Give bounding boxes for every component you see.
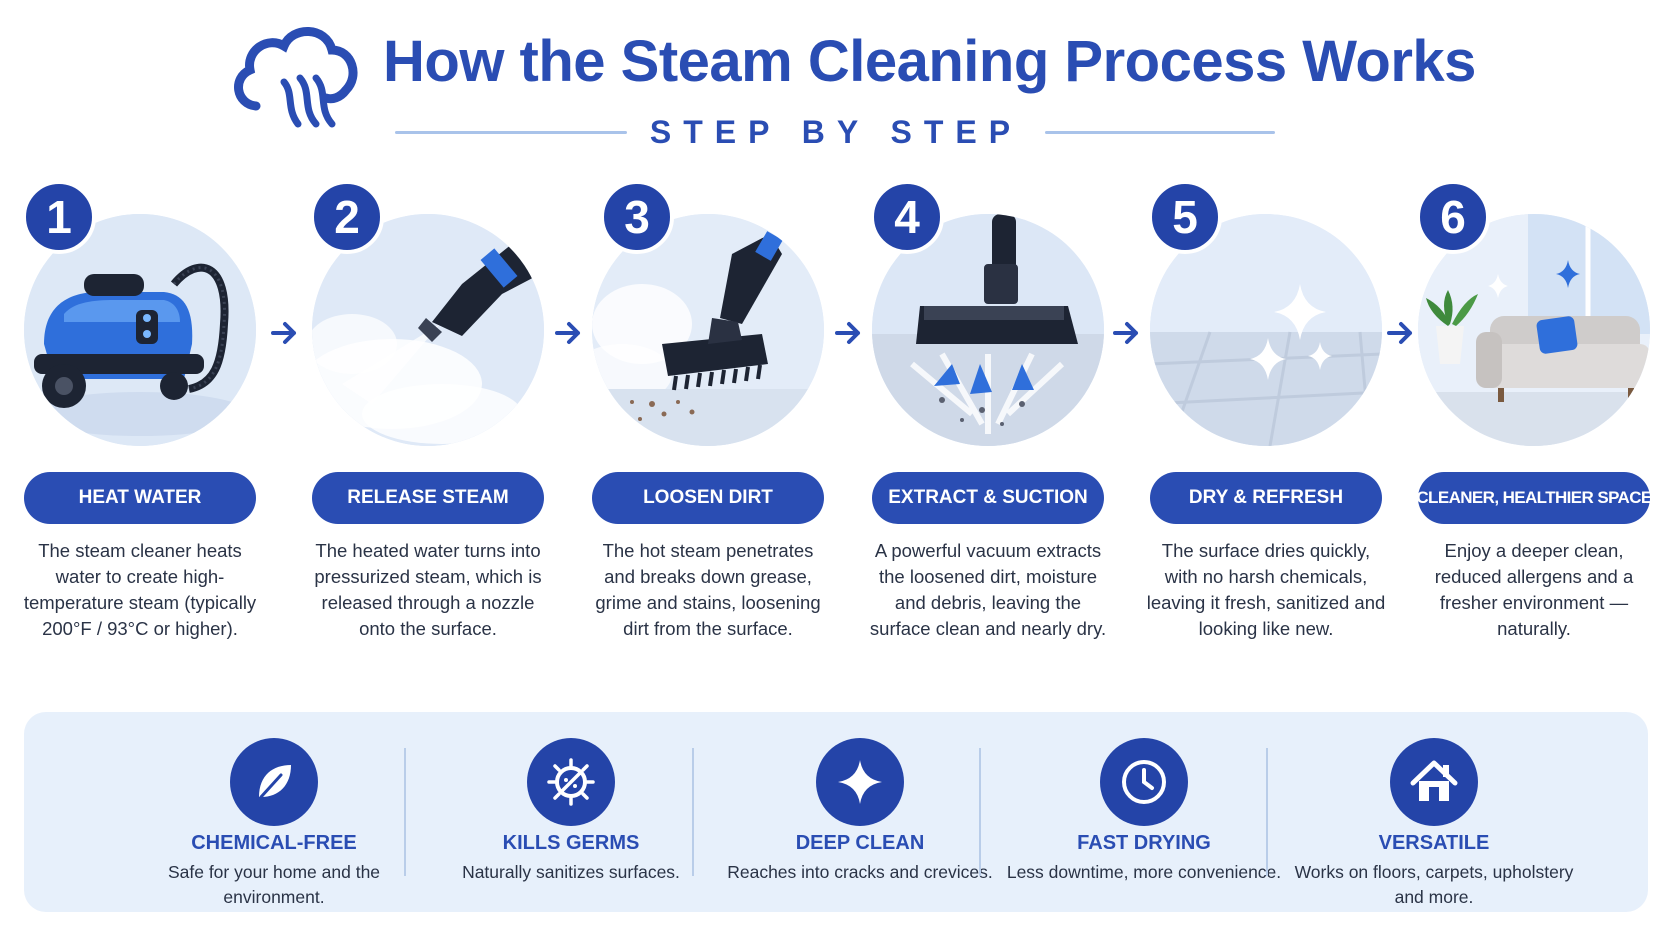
page-subtitle: STEP BY STEP bbox=[649, 114, 1023, 150]
benefit-title: KILLS GERMS bbox=[502, 832, 640, 854]
subtitle-row: STEP BY STEP bbox=[395, 112, 1275, 152]
step-3: 3 LOOSEN DIRT The hot steam penetrates a… bbox=[592, 180, 852, 680]
step-6: 6 CLEANER, HEALTHIER SPACE Enjoy a deepe… bbox=[1416, 180, 1672, 680]
benefit-versatile: VERSATILE Works on floors, carpets, upho… bbox=[1294, 726, 1574, 907]
step-2: 2 RELEASE STEAM The heated water turns i… bbox=[310, 180, 572, 680]
benefit-title: DEEP CLEAN bbox=[795, 832, 925, 854]
step-description: The surface dries quickly, with no harsh… bbox=[1146, 540, 1386, 639]
step-description: The steam cleaner heats water to create … bbox=[23, 540, 257, 639]
benefit-description: Works on floors, carpets, upholstery and… bbox=[1294, 862, 1574, 907]
arrow-right-icon bbox=[271, 322, 296, 344]
benefit-title: CHEMICAL-FREE bbox=[191, 832, 357, 854]
benefits-panel: CHEMICAL-FREE Safe for your home and the… bbox=[24, 712, 1648, 912]
step-label: HEAT WATER bbox=[24, 472, 256, 524]
benefit-description: Less downtime, more convenience. bbox=[1006, 862, 1282, 882]
step-description: Enjoy a deeper clean, reduced allergens … bbox=[1434, 540, 1634, 639]
benefit-description: Safe for your home and the environment. bbox=[167, 862, 381, 907]
benefit-deep-clean: DEEP CLEAN Reaches into cracks and crevi… bbox=[720, 726, 1000, 906]
benefit-kills-germs: KILLS GERMS Naturally sanitizes surfaces… bbox=[431, 726, 711, 906]
benefit-description: Naturally sanitizes surfaces. bbox=[462, 862, 680, 882]
steam-cloud-icon bbox=[234, 27, 358, 128]
step-description: A powerful vacuum extracts the loosened … bbox=[869, 540, 1107, 639]
benefit-divider bbox=[979, 748, 981, 876]
arrow-right-icon bbox=[835, 322, 860, 344]
vacuum-head-icon bbox=[872, 214, 1104, 446]
steam-cleaner-machine-icon bbox=[24, 214, 256, 446]
benefit-fast-drying: FAST DRYING Less downtime, more convenie… bbox=[1004, 726, 1284, 906]
benefit-title: FAST DRYING bbox=[1077, 832, 1211, 854]
step-number: 6 bbox=[1416, 180, 1490, 254]
step-5: 5 DRY & REFRESH The surface dries quickl… bbox=[1147, 180, 1410, 680]
page-title: How the Steam Cleaning Process Works bbox=[383, 29, 1476, 94]
step-1: 1 HEAT WATER The steam cleaner heats wat… bbox=[22, 180, 284, 680]
step-label: EXTRACT & SUCTION bbox=[872, 472, 1104, 524]
benefit-divider bbox=[404, 748, 406, 876]
arrow-right-icon bbox=[1387, 322, 1412, 344]
house-icon bbox=[1390, 738, 1478, 826]
germ-icon bbox=[527, 738, 615, 826]
benefit-divider bbox=[692, 748, 694, 876]
sparkle-icon bbox=[816, 738, 904, 826]
step-label: DRY & REFRESH bbox=[1150, 472, 1382, 524]
arrow-right-icon bbox=[1113, 322, 1138, 344]
benefit-divider bbox=[1266, 748, 1268, 876]
step-number: 2 bbox=[310, 180, 384, 254]
header: How the Steam Cleaning Process Works STE… bbox=[0, 0, 1672, 150]
leaf-icon bbox=[230, 738, 318, 826]
step-description: The hot steam penetrates and breaks down… bbox=[595, 540, 821, 639]
step-number: 4 bbox=[870, 180, 944, 254]
steam-nozzle-icon bbox=[312, 214, 544, 446]
arrow-right-icon bbox=[555, 322, 580, 344]
benefit-chemical-free: CHEMICAL-FREE Safe for your home and the… bbox=[134, 726, 414, 907]
step-label: CLEANER, HEALTHIER SPACE bbox=[1416, 472, 1652, 524]
subtitle-divider-left bbox=[395, 131, 627, 134]
step-label: LOOSEN DIRT bbox=[592, 472, 824, 524]
clock-icon bbox=[1100, 738, 1188, 826]
benefit-title: VERSATILE bbox=[1378, 832, 1490, 854]
step-label: RELEASE STEAM bbox=[312, 472, 544, 524]
step-number: 5 bbox=[1148, 180, 1222, 254]
step-4: 4 EXTRACT & SUCTION A powerful vacuum ex… bbox=[870, 180, 1132, 680]
step-number: 1 bbox=[22, 180, 96, 254]
step-number: 3 bbox=[600, 180, 674, 254]
step-description: The heated water turns into pressurized … bbox=[314, 540, 542, 639]
benefit-description: Reaches into cracks and crevices. bbox=[727, 862, 993, 882]
subtitle-divider-right bbox=[1045, 131, 1275, 134]
